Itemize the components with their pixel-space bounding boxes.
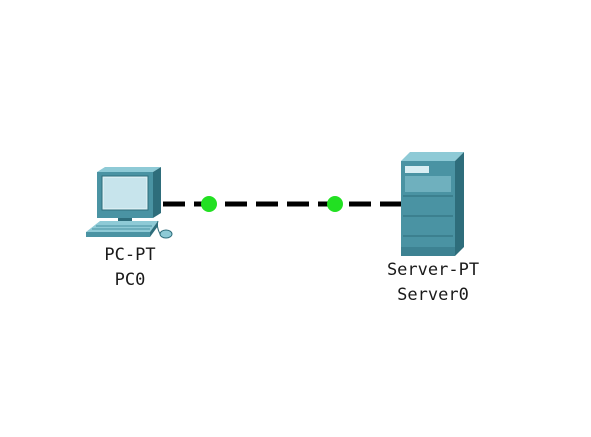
pc0-model-label: PC-PT (104, 245, 156, 265)
server0-name-label: Server0 (397, 285, 469, 305)
link-status-light-server0 (327, 196, 343, 212)
pc-icon[interactable] (86, 167, 173, 239)
server0-model-label: Server-PT (386, 260, 480, 280)
server-icon[interactable] (401, 152, 464, 256)
link-status-light-pc0 (201, 196, 217, 212)
link-pc0-server0[interactable] (163, 196, 401, 212)
pc0-name-label: PC0 (114, 270, 146, 290)
